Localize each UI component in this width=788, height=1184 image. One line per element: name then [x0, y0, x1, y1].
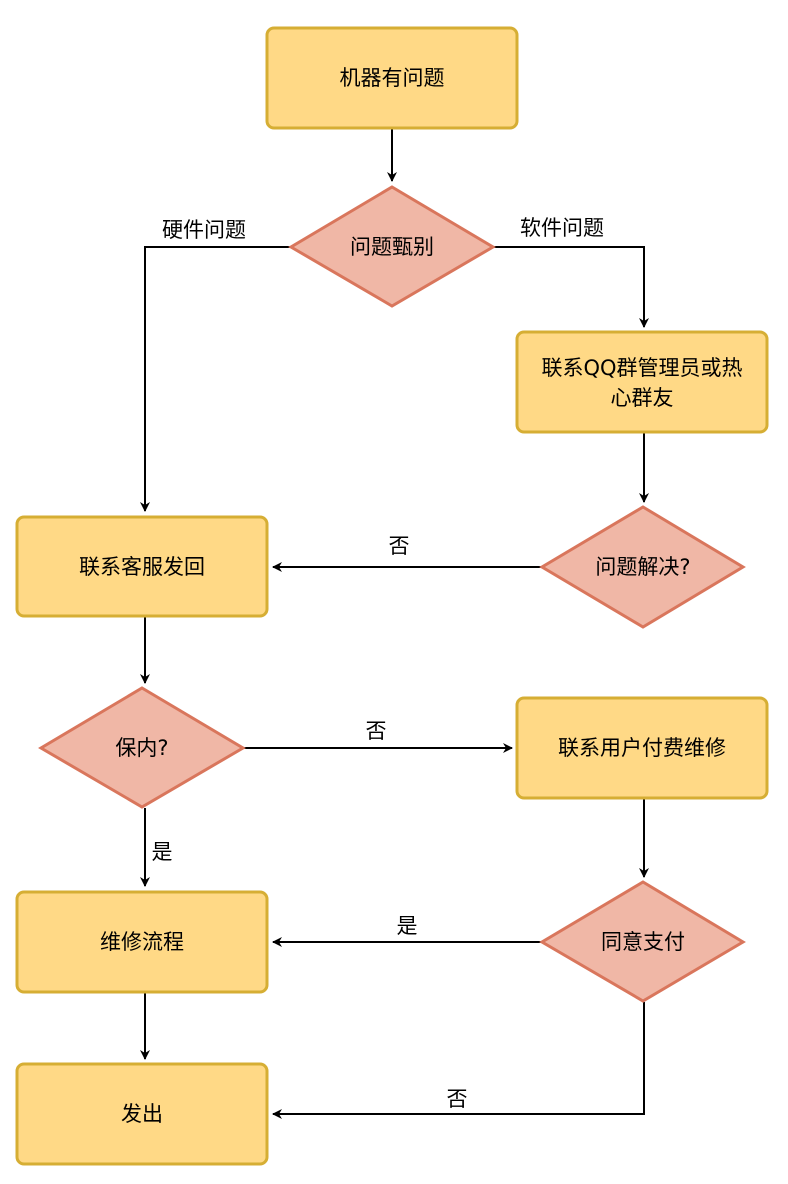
edge-label-in-warranty: 是 — [152, 840, 173, 864]
edge-labels-layer: 硬件问题 软件问题 否 否 是 是 否 — [152, 216, 605, 1111]
node-contact-service-label: 联系客服发回 — [79, 555, 205, 579]
node-identify-label: 问题甄别 — [350, 235, 434, 259]
nodes-layer: 机器有问题 问题甄别 联系QQ群管理员或热 心群友 问题解决? 联系客服发回 保… — [15, 26, 769, 1166]
node-warranty-diamond — [38, 686, 246, 809]
node-ship: 发出 — [15, 1062, 269, 1166]
node-solved: 问题解决? — [539, 505, 746, 629]
edge-label-agreed: 是 — [397, 914, 418, 938]
node-solved-label: 问题解决? — [595, 555, 690, 579]
node-agree-pay: 同意支付 — [539, 880, 746, 1003]
node-agree-pay-diamond — [539, 880, 746, 1003]
node-identify-diamond — [288, 185, 496, 308]
node-warranty-label: 保内? — [115, 736, 168, 760]
node-start-box — [265, 26, 519, 130]
node-contact-service-box — [15, 515, 269, 618]
node-identify: 问题甄别 — [288, 185, 496, 308]
node-agree-pay-label: 同意支付 — [601, 930, 685, 954]
node-repair-flow-label: 维修流程 — [100, 930, 184, 954]
node-contact-user: 联系用户付费维修 — [515, 696, 769, 800]
edge-label-software: 软件问题 — [520, 216, 604, 240]
edge-declined — [272, 1002, 645, 1119]
node-start: 机器有问题 — [265, 26, 519, 130]
node-solved-diamond — [539, 505, 746, 629]
node-warranty: 保内? — [38, 686, 246, 809]
node-ship-label: 发出 — [121, 1102, 163, 1126]
edges-layer — [140, 129, 649, 1119]
edge-label-declined: 否 — [447, 1087, 468, 1111]
node-repair-flow: 维修流程 — [15, 890, 269, 994]
node-contact-qq-label-line1: 联系QQ群管理员或热 — [541, 356, 742, 380]
edge-hardware — [140, 246, 291, 512]
edge-label-out-of-warranty: 否 — [366, 719, 387, 743]
node-contact-user-label: 联系用户付费维修 — [558, 736, 726, 760]
node-repair-flow-box — [15, 890, 269, 994]
node-ship-box — [15, 1062, 269, 1166]
node-contact-user-box — [515, 696, 769, 800]
edge-label-hardware: 硬件问题 — [162, 218, 246, 242]
node-start-label: 机器有问题 — [340, 66, 445, 90]
node-contact-qq-box — [515, 330, 769, 434]
edge-software — [493, 246, 649, 328]
edge-label-not-solved: 否 — [389, 534, 410, 558]
node-contact-qq: 联系QQ群管理员或热 心群友 — [515, 330, 769, 434]
node-contact-service: 联系客服发回 — [15, 515, 269, 618]
node-contact-qq-label-line2: 心群友 — [611, 386, 674, 410]
